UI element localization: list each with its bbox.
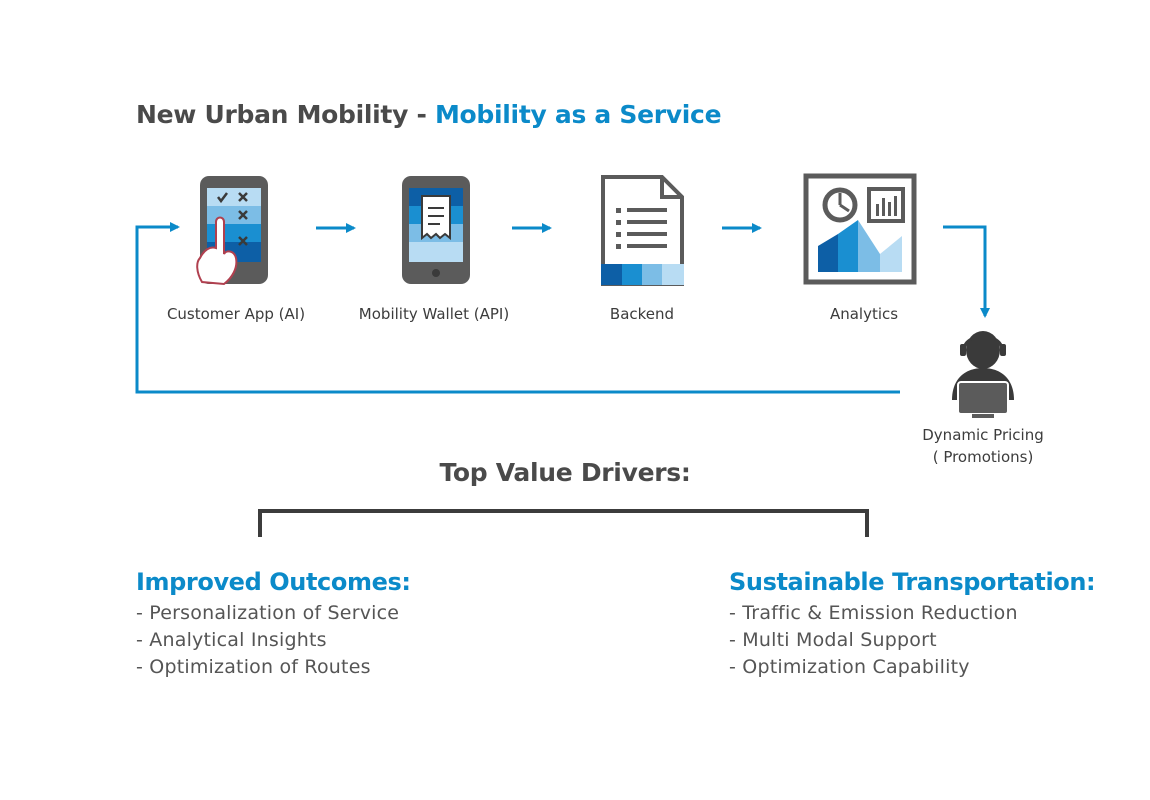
right-column-list: - Traffic & Emission Reduction - Multi M…: [729, 600, 1095, 681]
pricing-line-2: ( Promotions): [932, 448, 1034, 466]
page-title: New Urban Mobility - Mobility as a Servi…: [136, 100, 722, 129]
list-item: - Optimization Capability: [729, 656, 970, 678]
left-column-list: - Personalization of Service - Analytica…: [136, 600, 411, 681]
touch-phone-icon: [196, 176, 268, 286]
list-item: - Multi Modal Support: [729, 629, 937, 651]
left-column-heading: Improved Outcomes:: [136, 568, 411, 596]
wallet-phone-icon: [402, 176, 470, 284]
node-label-analytics: Analytics: [829, 305, 899, 323]
title-main: New Urban Mobility -: [136, 100, 435, 129]
document-icon: [601, 175, 684, 286]
list-item: - Analytical Insights: [136, 629, 327, 651]
node-label-dynamic-pricing: Dynamic Pricing ( Promotions): [922, 424, 1043, 468]
list-item: - Personalization of Service: [136, 602, 400, 624]
node-label-backend: Backend: [609, 305, 675, 323]
list-item: - Optimization of Routes: [136, 656, 371, 678]
node-label-customer-app: Customer App (AI): [166, 305, 306, 323]
right-column-heading: Sustainable Transportation:: [729, 568, 1096, 596]
drivers-bracket: [258, 509, 869, 537]
drivers-right-column: Sustainable Transportation: - Traffic & …: [729, 568, 1096, 681]
pricing-line-1: Dynamic Pricing: [922, 426, 1044, 444]
drivers-left-column: Improved Outcomes: - Personalization of …: [136, 568, 411, 681]
analytics-dashboard-icon: [803, 173, 917, 285]
drivers-title: Top Value Drivers:: [439, 458, 691, 487]
operator-headset-icon: [952, 331, 1014, 418]
title-accent: Mobility as a Service: [434, 100, 722, 129]
list-item: - Traffic & Emission Reduction: [729, 602, 1018, 624]
node-label-mobility-wallet: Mobility Wallet (API): [358, 305, 510, 323]
arrow-analytics-to-pricing: [943, 225, 990, 318]
feedback-loop-line: [135, 222, 900, 394]
